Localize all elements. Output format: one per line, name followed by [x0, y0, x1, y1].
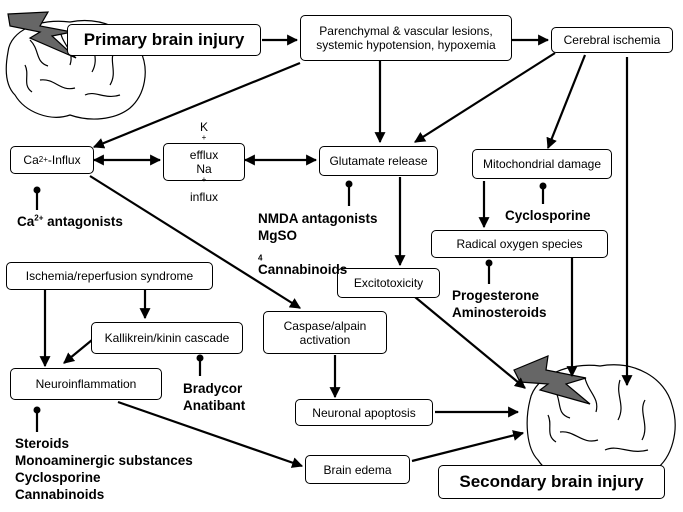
drug-cyclosporine: Cyclosporine [505, 208, 591, 223]
node-glutamate-release: Glutamate release [319, 146, 438, 176]
node-secondary-brain-injury: Secondary brain injury [438, 465, 665, 499]
node-neuroinflammation: Neuroinflammation [10, 368, 162, 400]
node-mitochondrial-damage: Mitochondrial damage [472, 149, 612, 179]
node-k-efflux: K+ efflux Na+ influx [163, 120, 245, 204]
node-cerebral-ischemia: Cerebral ischemia [551, 27, 673, 53]
node-primary-brain-injury: Primary brain injury [67, 24, 261, 56]
inhibition-dots [33, 180, 547, 414]
node-brain-edema: Brain edema [305, 455, 410, 484]
node-radical-oxygen-species: Radical oxygen species [431, 230, 608, 258]
lightning-bolt-icon [513, 355, 591, 405]
node-kallikrein-kinin: Kallikrein/kinin cascade [91, 322, 243, 354]
drug-ca-antagonists: Ca2+ antagonists [17, 213, 123, 229]
node-neuronal-apoptosis: Neuronal apoptosis [295, 399, 433, 426]
node-ischemia-reperfusion: Ischemia/reperfusion syndrome [6, 262, 213, 290]
causal-arrows [39, 34, 633, 468]
node-excitotoxicity: Excitotoxicity [337, 268, 440, 298]
node-lesions: Parenchymal & vascular lesions,systemic … [300, 15, 512, 61]
lightning-bolt-icon [7, 11, 77, 59]
